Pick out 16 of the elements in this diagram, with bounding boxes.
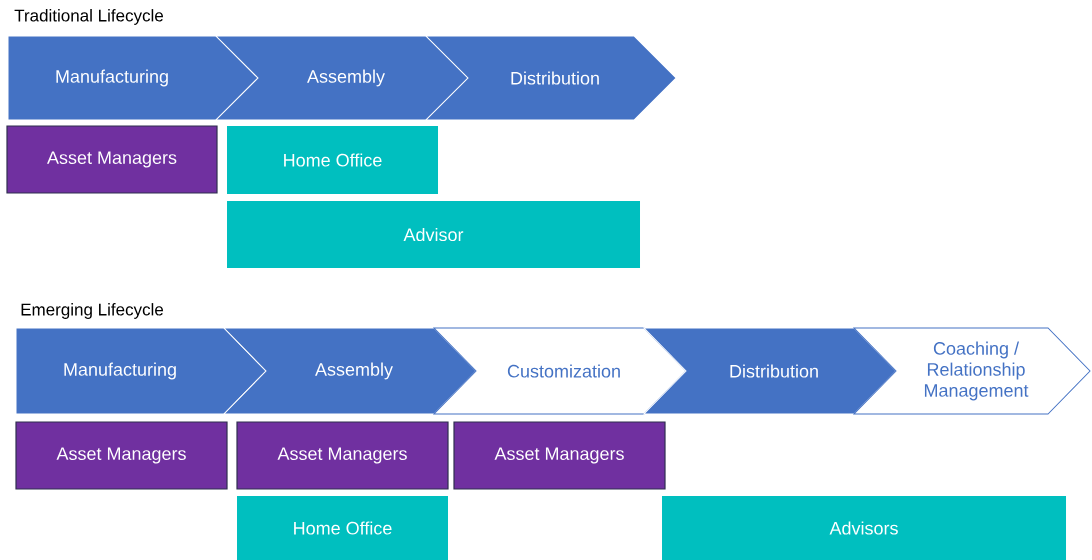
process-step: Coaching / Relationship Management — [853, 327, 1091, 415]
role-box: Home Office — [237, 496, 448, 560]
role-box: Asset Managers — [453, 421, 666, 490]
role-box: Advisors — [662, 496, 1066, 560]
process-step: Manufacturing — [7, 35, 259, 121]
role-box: Asset Managers — [236, 421, 449, 490]
role-box: Asset Managers — [15, 421, 228, 490]
role-box: Advisor — [227, 201, 640, 268]
role-box: Asset Managers — [6, 125, 218, 194]
process-step: Customization — [433, 327, 687, 415]
process-step: Assembly — [223, 327, 477, 415]
role-box: Home Office — [227, 126, 438, 194]
process-step: Distribution — [643, 327, 897, 415]
process-step: Distribution — [425, 35, 677, 121]
process-step: Assembly — [215, 35, 469, 121]
process-step: Manufacturing — [15, 327, 267, 415]
